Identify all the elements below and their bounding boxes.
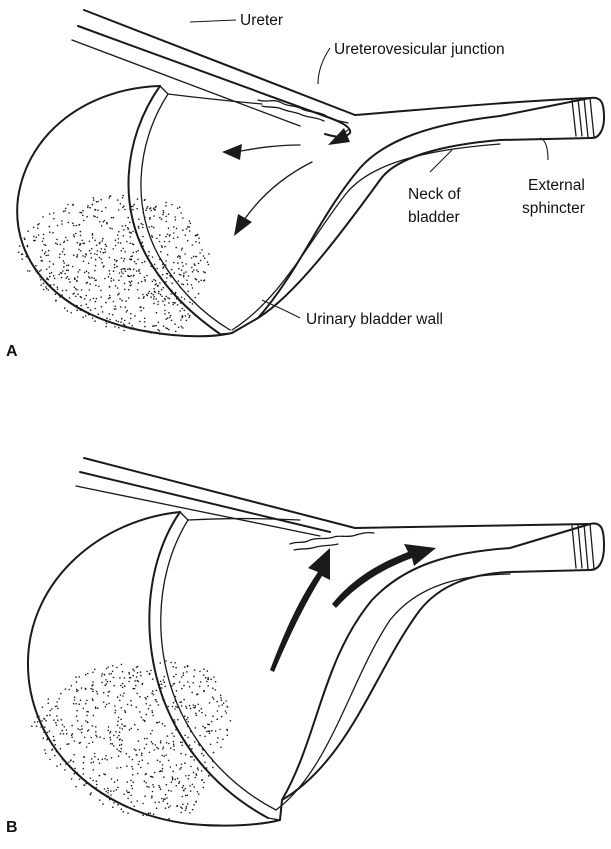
label-neck-line2: bladder [408, 209, 460, 226]
label-ureterovesicular-junction: Ureterovesicular junction [334, 41, 505, 58]
bladder-outline-b [28, 512, 604, 826]
bladder-wall-cut-b [149, 512, 268, 818]
panel-label-a: A [6, 343, 18, 360]
ureter-b [76, 458, 355, 536]
panel-b: B [6, 458, 604, 836]
label-sphincter-line2: sphincter [522, 200, 585, 217]
label-sphincter-line1: External [528, 177, 585, 194]
label-ureter-a: Ureter [240, 12, 283, 29]
stipple-a [18, 195, 210, 335]
bladder-outline-a [17, 86, 604, 336]
flow-arrows-a [222, 128, 350, 236]
panel-label-b: B [6, 819, 18, 836]
stipple-b [31, 660, 231, 819]
sphincter-rings-b [572, 524, 594, 569]
label-neck-line1: Neck of [408, 186, 461, 203]
sphincter-rings-a [572, 98, 594, 137]
flow-arrows-b [270, 544, 436, 672]
label-bladder-wall: Urinary bladder wall [306, 311, 443, 328]
panel-a: Ureter Ureterovesicular junction Neck of… [6, 10, 604, 360]
